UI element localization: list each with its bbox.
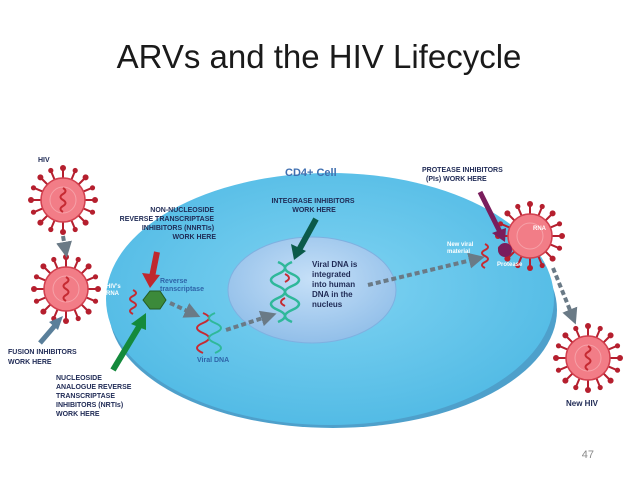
rna-label: RNA xyxy=(533,226,547,232)
hiv-virus-budding xyxy=(494,200,566,272)
nnrti-arrow xyxy=(142,251,160,288)
hiv-virus-fusing xyxy=(30,253,102,325)
reverse-transcriptase-label: Reverse transcriptase xyxy=(160,278,204,293)
slide-title: ARVs and the HIV Lifecycle xyxy=(116,38,522,75)
nrti-arrow xyxy=(110,313,146,372)
fusion-inhibitor-arrow xyxy=(38,316,63,345)
fusion-inhibitors-label: FUSION INHIBITORS WORK HERE xyxy=(8,349,79,366)
nrti-label: NUCLEOSIDE ANALOGUE REVERSE TRANSCRIPTAS… xyxy=(56,375,133,418)
integrase-inhibitor-arrow xyxy=(291,217,319,260)
hiv-label: HIV xyxy=(38,157,50,164)
new-hiv-virus xyxy=(552,322,624,394)
lifecycle-flow-arrows xyxy=(56,235,578,332)
nucleus-text: Viral DNA is integrated into human DNA i… xyxy=(312,260,360,309)
human-dna-helix xyxy=(269,260,301,324)
hiv-rna-label: HIV's RNA xyxy=(106,284,122,297)
reverse-transcriptase-enzyme xyxy=(142,290,167,310)
hiv-rna-strand xyxy=(129,289,137,315)
viral-dna-label: Viral DNA xyxy=(197,357,229,364)
protease-inhibitor-arrow xyxy=(477,190,506,242)
integrase-inhibitors-label: INTEGRASE INHIBITORS WORK HERE xyxy=(271,198,356,214)
page-number: 47 xyxy=(581,449,594,461)
hiv-virus-incoming xyxy=(27,164,99,236)
new-viral-material-label: New viral material xyxy=(447,242,475,255)
protease-inhibitors-label: PROTEASE INHIBITORS (PIs) WORK HERE xyxy=(422,167,505,183)
protease-enzyme xyxy=(498,243,512,257)
nnrti-label: NON-NUCLEOSIDE REVERSE TRANSCRIPTASE INH… xyxy=(120,207,217,241)
cell-label: CD4+ Cell xyxy=(285,167,337,179)
protease-label: Protease xyxy=(497,262,523,268)
viral-dna-helix xyxy=(196,312,222,354)
new-hiv-label: New HIV xyxy=(566,399,599,408)
